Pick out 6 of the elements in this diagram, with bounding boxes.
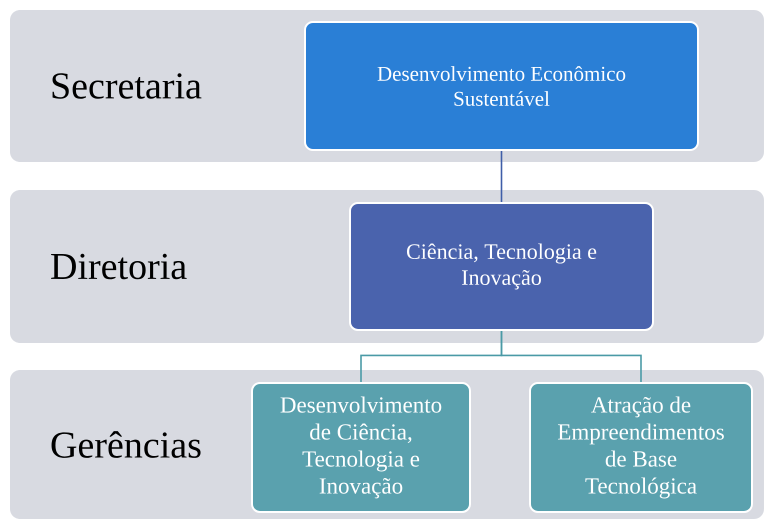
org-box: Desenvolvimento Econômico Sustentável <box>304 21 699 151</box>
connector-line <box>500 331 642 382</box>
org-box: Atração de Empreendimentos de Base Tecnológica <box>529 382 753 513</box>
org-box: Desenvolvimento de Ciência, Tecnologia e Inovação <box>251 382 471 513</box>
connector-line <box>500 151 502 202</box>
org-box: Ciência, Tecnologia e Inovação <box>349 202 654 331</box>
